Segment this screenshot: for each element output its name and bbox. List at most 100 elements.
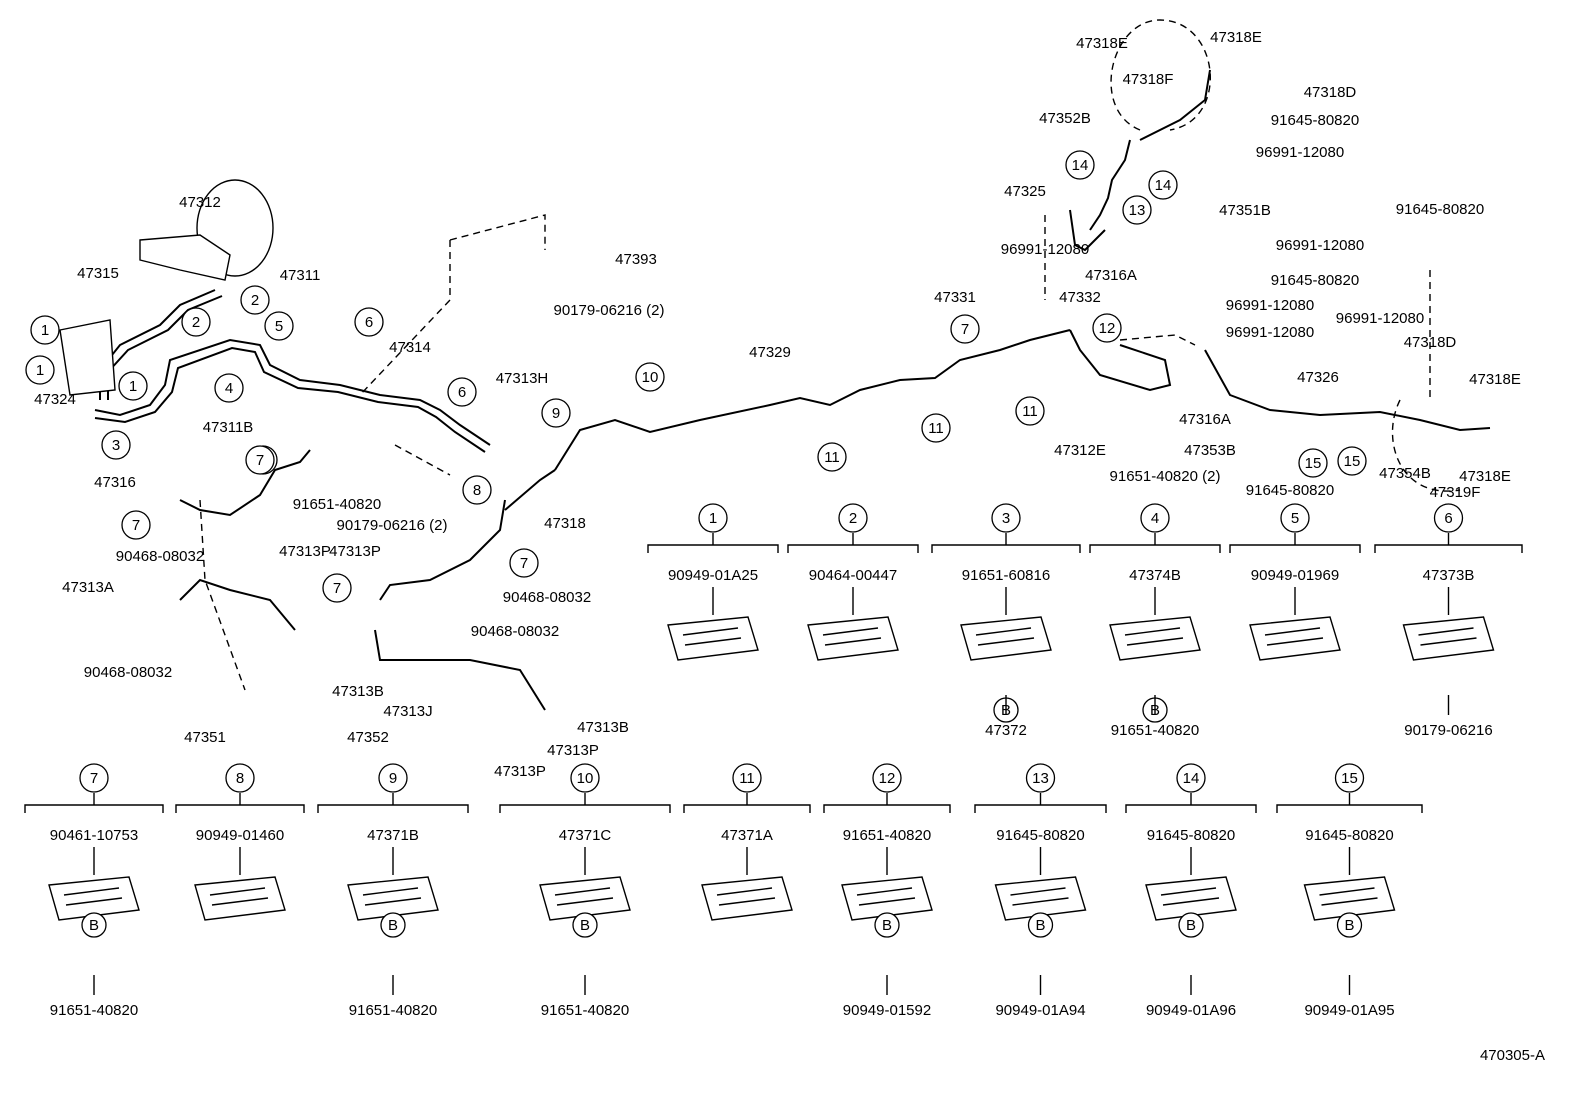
detail-part: 91645-80820 [996, 827, 1084, 844]
detail-number: 1 [709, 510, 717, 527]
detail-part: 90949-01969 [1251, 567, 1339, 584]
svg-text:12: 12 [1099, 320, 1116, 337]
part-label: 47318D [1404, 334, 1457, 351]
svg-text:8: 8 [473, 482, 481, 499]
svg-text:B: B [1344, 917, 1354, 934]
detail-part-secondary: 90949-01A94 [995, 1002, 1085, 1019]
detail-number: 9 [389, 770, 397, 787]
svg-text:15: 15 [1344, 453, 1361, 470]
svg-text:6: 6 [365, 314, 373, 331]
callout-10: 10 [635, 362, 665, 392]
part-label: 47351B [1219, 202, 1271, 219]
part-label: 96991-12080 [1336, 310, 1424, 327]
part-label: 47354B [1379, 465, 1431, 482]
svg-text:B: B [1186, 917, 1196, 934]
part-label: 47329 [749, 344, 791, 361]
callout-11: 11 [921, 413, 951, 443]
part-label: 90468-08032 [471, 623, 559, 640]
detail-part: 90464-00447 [809, 567, 897, 584]
svg-text:11: 11 [928, 420, 944, 437]
callout-7: 7 [245, 445, 275, 475]
part-label: 47352 [347, 729, 389, 746]
detail-part-secondary: 91651-40820 [541, 1002, 629, 1019]
svg-text:11: 11 [1022, 403, 1038, 420]
svg-text:5: 5 [275, 318, 283, 335]
svg-text:B: B [89, 917, 99, 934]
detail-number: 10 [577, 770, 594, 787]
svg-text:9: 9 [552, 405, 560, 422]
part-label: 47319F [1430, 484, 1481, 501]
detail-part: 91651-60816 [962, 567, 1050, 584]
detail-part-secondary: 90949-01A95 [1304, 1002, 1394, 1019]
detail-part: 91651-40820 [843, 827, 931, 844]
detail-number: 15 [1341, 770, 1358, 787]
part-label: 47311B [203, 419, 254, 436]
part-label: 91645-80820 [1246, 482, 1334, 499]
part-label: 96991-12080 [1276, 237, 1364, 254]
part-label: 47326 [1297, 369, 1339, 386]
part-label: 47313P [279, 543, 331, 560]
part-label: 47316 [94, 474, 136, 491]
part-label: 47324 [34, 391, 76, 408]
callout-7: 7 [950, 314, 980, 344]
detail-number: 7 [90, 770, 98, 787]
detail-part-secondary: 90949-01592 [843, 1002, 931, 1019]
detail-part: 47371A [721, 827, 773, 844]
detail-part-secondary: 91651-40820 [50, 1002, 138, 1019]
callout-14: 14 [1065, 150, 1095, 180]
part-label: 47351 [184, 729, 226, 746]
detail-part-secondary: 90949-01A96 [1146, 1002, 1236, 1019]
svg-text:1: 1 [129, 378, 137, 395]
svg-text:10: 10 [642, 369, 659, 386]
detail-number: 6 [1444, 510, 1452, 527]
part-label: 47318E [1459, 468, 1511, 485]
detail-number: 2 [849, 510, 857, 527]
part-label: 91645-80820 [1396, 201, 1484, 218]
detail-part: 47371C [559, 827, 612, 844]
svg-text:4: 4 [225, 380, 233, 397]
part-label: 47353B [1184, 442, 1236, 459]
part-label: 47318F [1123, 71, 1174, 88]
part-label: 47316A [1179, 411, 1231, 428]
part-label: 47332 [1059, 289, 1101, 306]
detail-part: 47373B [1423, 567, 1475, 584]
part-label: 47318 [544, 515, 586, 532]
part-label: 47314 [389, 339, 431, 356]
part-label: 47313B [332, 683, 384, 700]
part-label: 47331 [934, 289, 976, 306]
part-label: 47313J [383, 703, 432, 720]
callout-circles: 11122345667777778910111111121314141515 [25, 150, 1367, 603]
part-label: 90179-06216 (2) [337, 517, 448, 534]
callout-8: 8 [462, 475, 492, 505]
callout-14: 14 [1148, 170, 1178, 200]
part-label: 91651-40820 [293, 496, 381, 513]
svg-text:7: 7 [132, 517, 140, 534]
callout-15: 15 [1298, 448, 1328, 478]
part-label: 90468-08032 [503, 589, 591, 606]
detail-part-secondary: 47372 [985, 722, 1027, 739]
part-label: 91651-40820 (2) [1110, 468, 1221, 485]
detail-part: 90461-10753 [50, 827, 138, 844]
part-label: 91645-80820 [1271, 112, 1359, 129]
pipe-network [59, 69, 1491, 711]
part-label: 47313H [496, 370, 549, 387]
svg-text:14: 14 [1155, 177, 1172, 194]
callout-3: 3 [101, 430, 131, 460]
callout-11: 11 [1015, 396, 1045, 426]
callout-13: 13 [1122, 195, 1152, 225]
detail-number: 13 [1032, 770, 1049, 787]
callout-6: 6 [354, 307, 384, 337]
